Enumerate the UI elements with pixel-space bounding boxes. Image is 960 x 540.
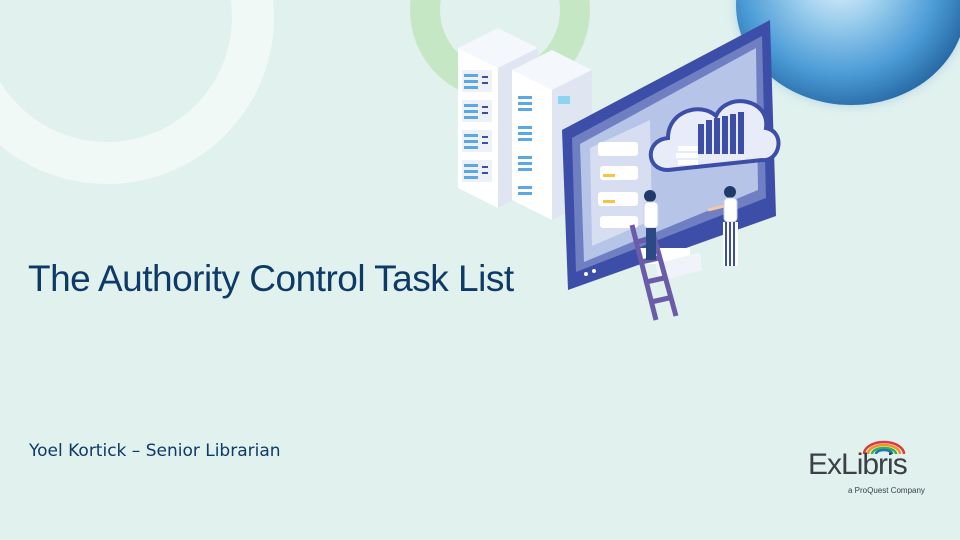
- server-monitor-illustration: [458, 20, 781, 321]
- exlibris-logo: ExLibris a ProQuest Company: [808, 440, 944, 500]
- logo-wordmark: ExLibris: [808, 448, 908, 481]
- decorative-ring: [0, 0, 274, 184]
- slide-title: The Authority Control Task List: [28, 258, 514, 299]
- slide-subtitle: Yoel Kortick – Senior Librarian: [29, 441, 281, 461]
- cloud-books-icon: [648, 99, 781, 173]
- server-rack-icon: [458, 28, 592, 220]
- logo-tagline: a ProQuest Company: [848, 486, 925, 495]
- person-icon: [643, 190, 659, 260]
- logo-arc-icon: [862, 440, 906, 455]
- person-icon: [707, 186, 738, 266]
